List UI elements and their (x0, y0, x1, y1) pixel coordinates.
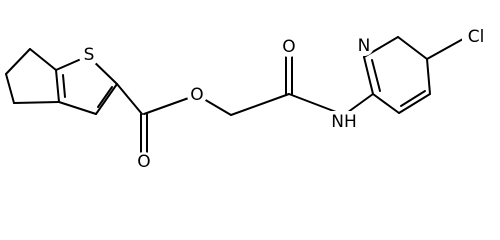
bond (97, 86, 113, 108)
bond (371, 59, 381, 92)
bond (400, 90, 426, 107)
molecule-structure: S O O O NH N Cl (5, 26, 490, 172)
atom-labels: S O O O NH N Cl (79, 26, 490, 172)
bond (230, 93, 290, 116)
amide-group (285, 56, 374, 116)
bond (372, 93, 400, 114)
bond (29, 48, 57, 71)
cyclopentane-ring (5, 48, 60, 104)
bond (426, 38, 464, 60)
bond (55, 69, 60, 103)
bond (398, 93, 431, 114)
sulfur-label: S (84, 45, 95, 65)
bond (95, 83, 118, 115)
pyridine-nitrogen-label: N (358, 36, 371, 56)
ester-oxygen-label: O (190, 85, 203, 105)
bond (116, 83, 143, 115)
bond (13, 101, 60, 104)
bond (58, 101, 97, 115)
bond (5, 48, 31, 75)
amide-nitrogen-label: NH (331, 112, 357, 132)
pyridine-ring (363, 36, 464, 114)
bond (62, 74, 66, 98)
bond (426, 58, 431, 95)
chlorine-label: Cl (468, 27, 485, 47)
ester-carbonyl-oxygen-label: O (137, 152, 150, 172)
amide-carbonyl-oxygen-label: O (282, 37, 295, 57)
bond (397, 36, 428, 60)
bond (363, 56, 374, 95)
bond (5, 73, 15, 104)
